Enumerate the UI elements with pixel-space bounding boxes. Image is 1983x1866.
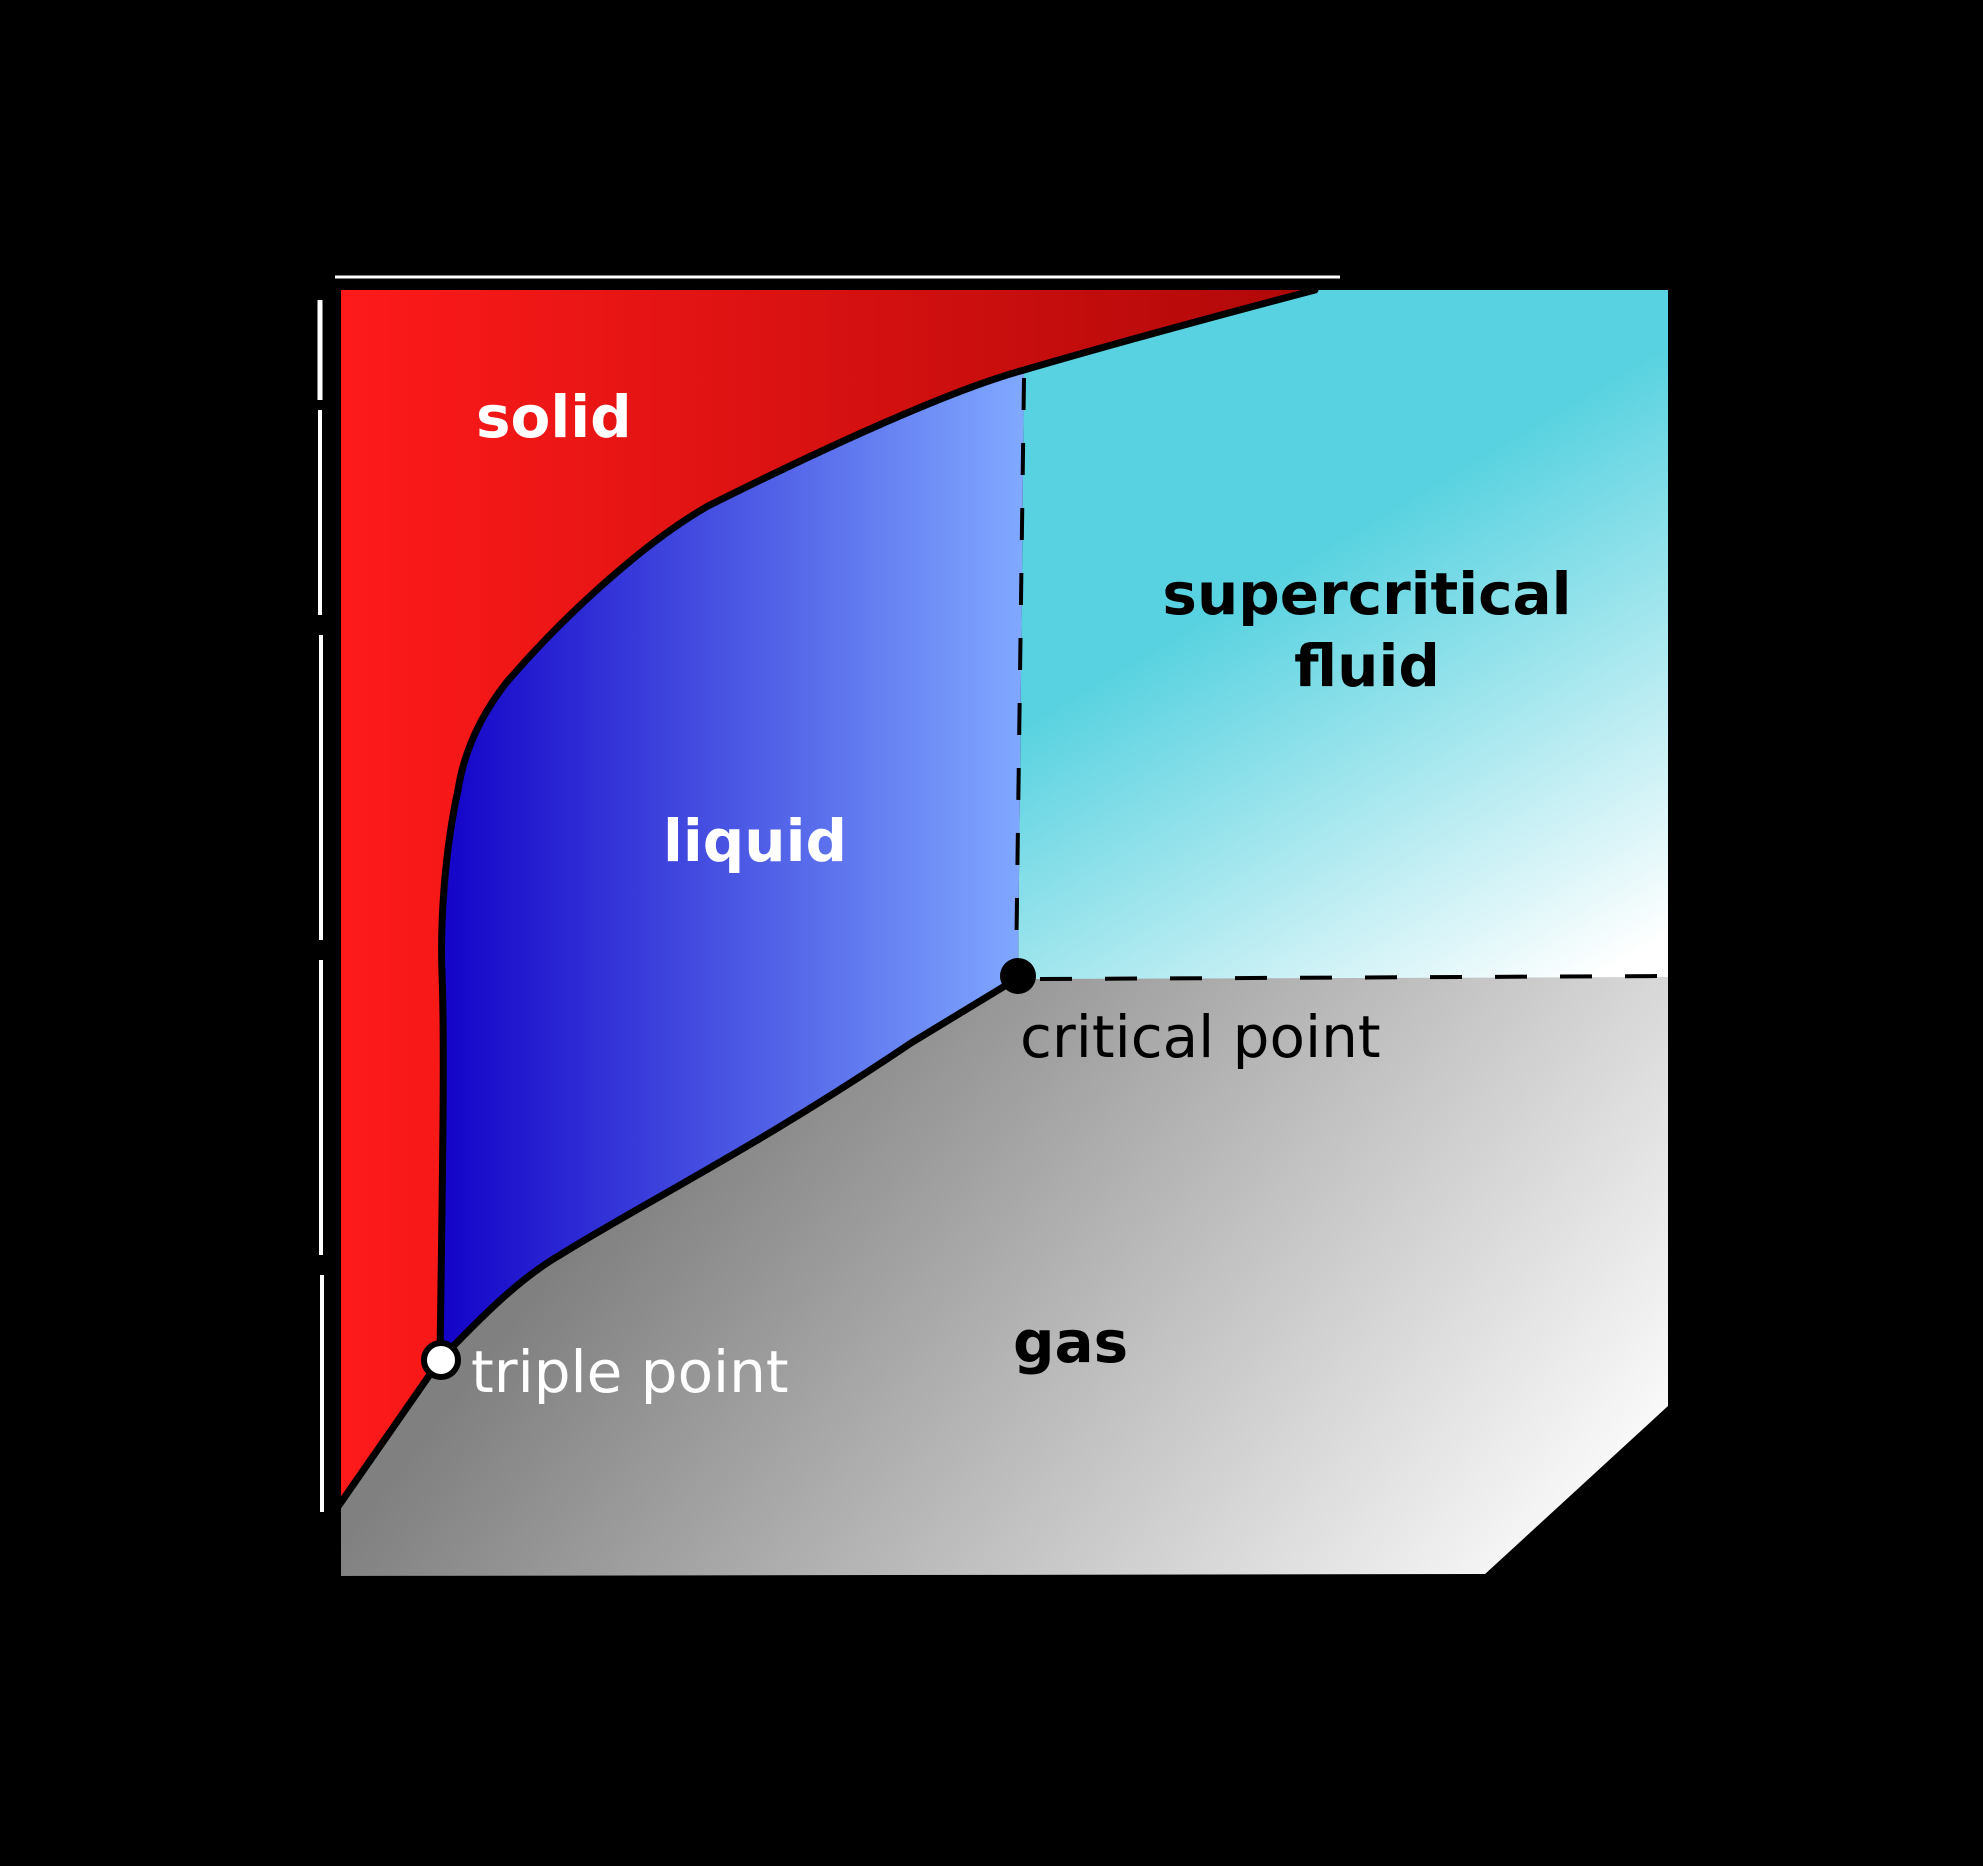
sublimation-curve [331, 1356, 444, 1515]
critical-point-marker [1000, 958, 1036, 994]
solid-label: solid [476, 383, 632, 451]
supercritical-label-line2: fluid [1294, 632, 1440, 700]
triple-point-label: triple point [471, 1338, 789, 1406]
vaporization-curve [436, 974, 1022, 1364]
gas-label: gas [1013, 1308, 1128, 1376]
solid-region [335, 290, 1315, 1511]
gas-region [335, 976, 1668, 1577]
critical-pressure-line [1039, 974, 1669, 981]
liquid-label: liquid [663, 807, 847, 875]
supercritical-region [1018, 290, 1668, 979]
liquid-region [440, 370, 1024, 1360]
triple-point-marker [421, 1340, 461, 1380]
axis-decoration [317, 275, 1340, 1512]
supercritical-label-line1: supercritical [1162, 560, 1571, 628]
melting-curve [436, 286, 1319, 1364]
critical-point-label: critical point [1020, 1003, 1381, 1071]
diagram-frame [329, 286, 1487, 1589]
